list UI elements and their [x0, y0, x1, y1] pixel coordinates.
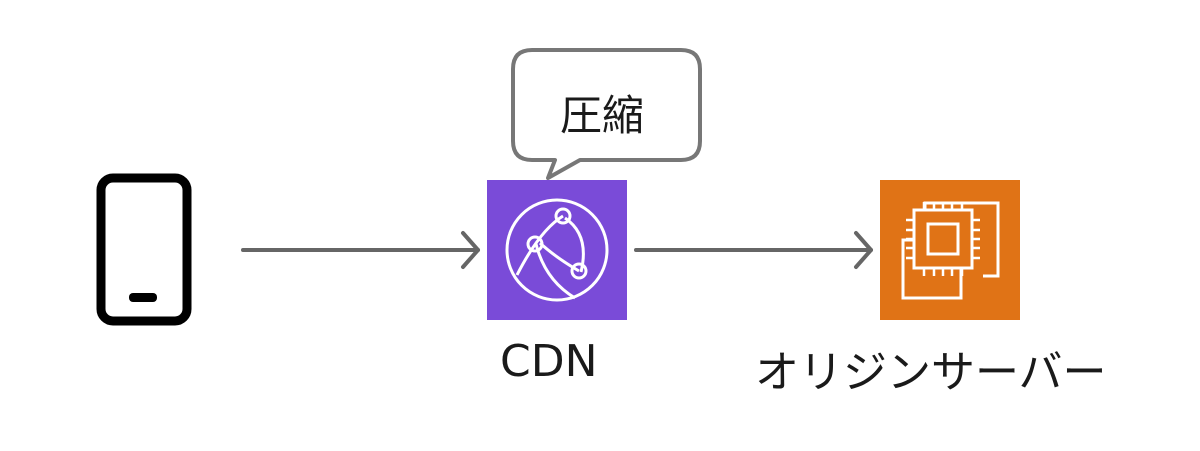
cdn-node: [487, 180, 627, 320]
bubble-text: 圧縮: [560, 91, 645, 140]
origin-server-node: [880, 180, 1020, 320]
arrow-to-cdn: [241, 231, 480, 269]
origin-server-label: オリジンサーバー: [755, 347, 1107, 398]
speech-bubble: [511, 48, 702, 180]
ec2-chip-icon: [901, 201, 1000, 300]
arrow-to-origin: [634, 231, 873, 269]
cloudfront-globe-icon: [505, 198, 609, 302]
smartphone-icon: [96, 173, 192, 326]
cdn-label: CDN: [500, 336, 598, 387]
